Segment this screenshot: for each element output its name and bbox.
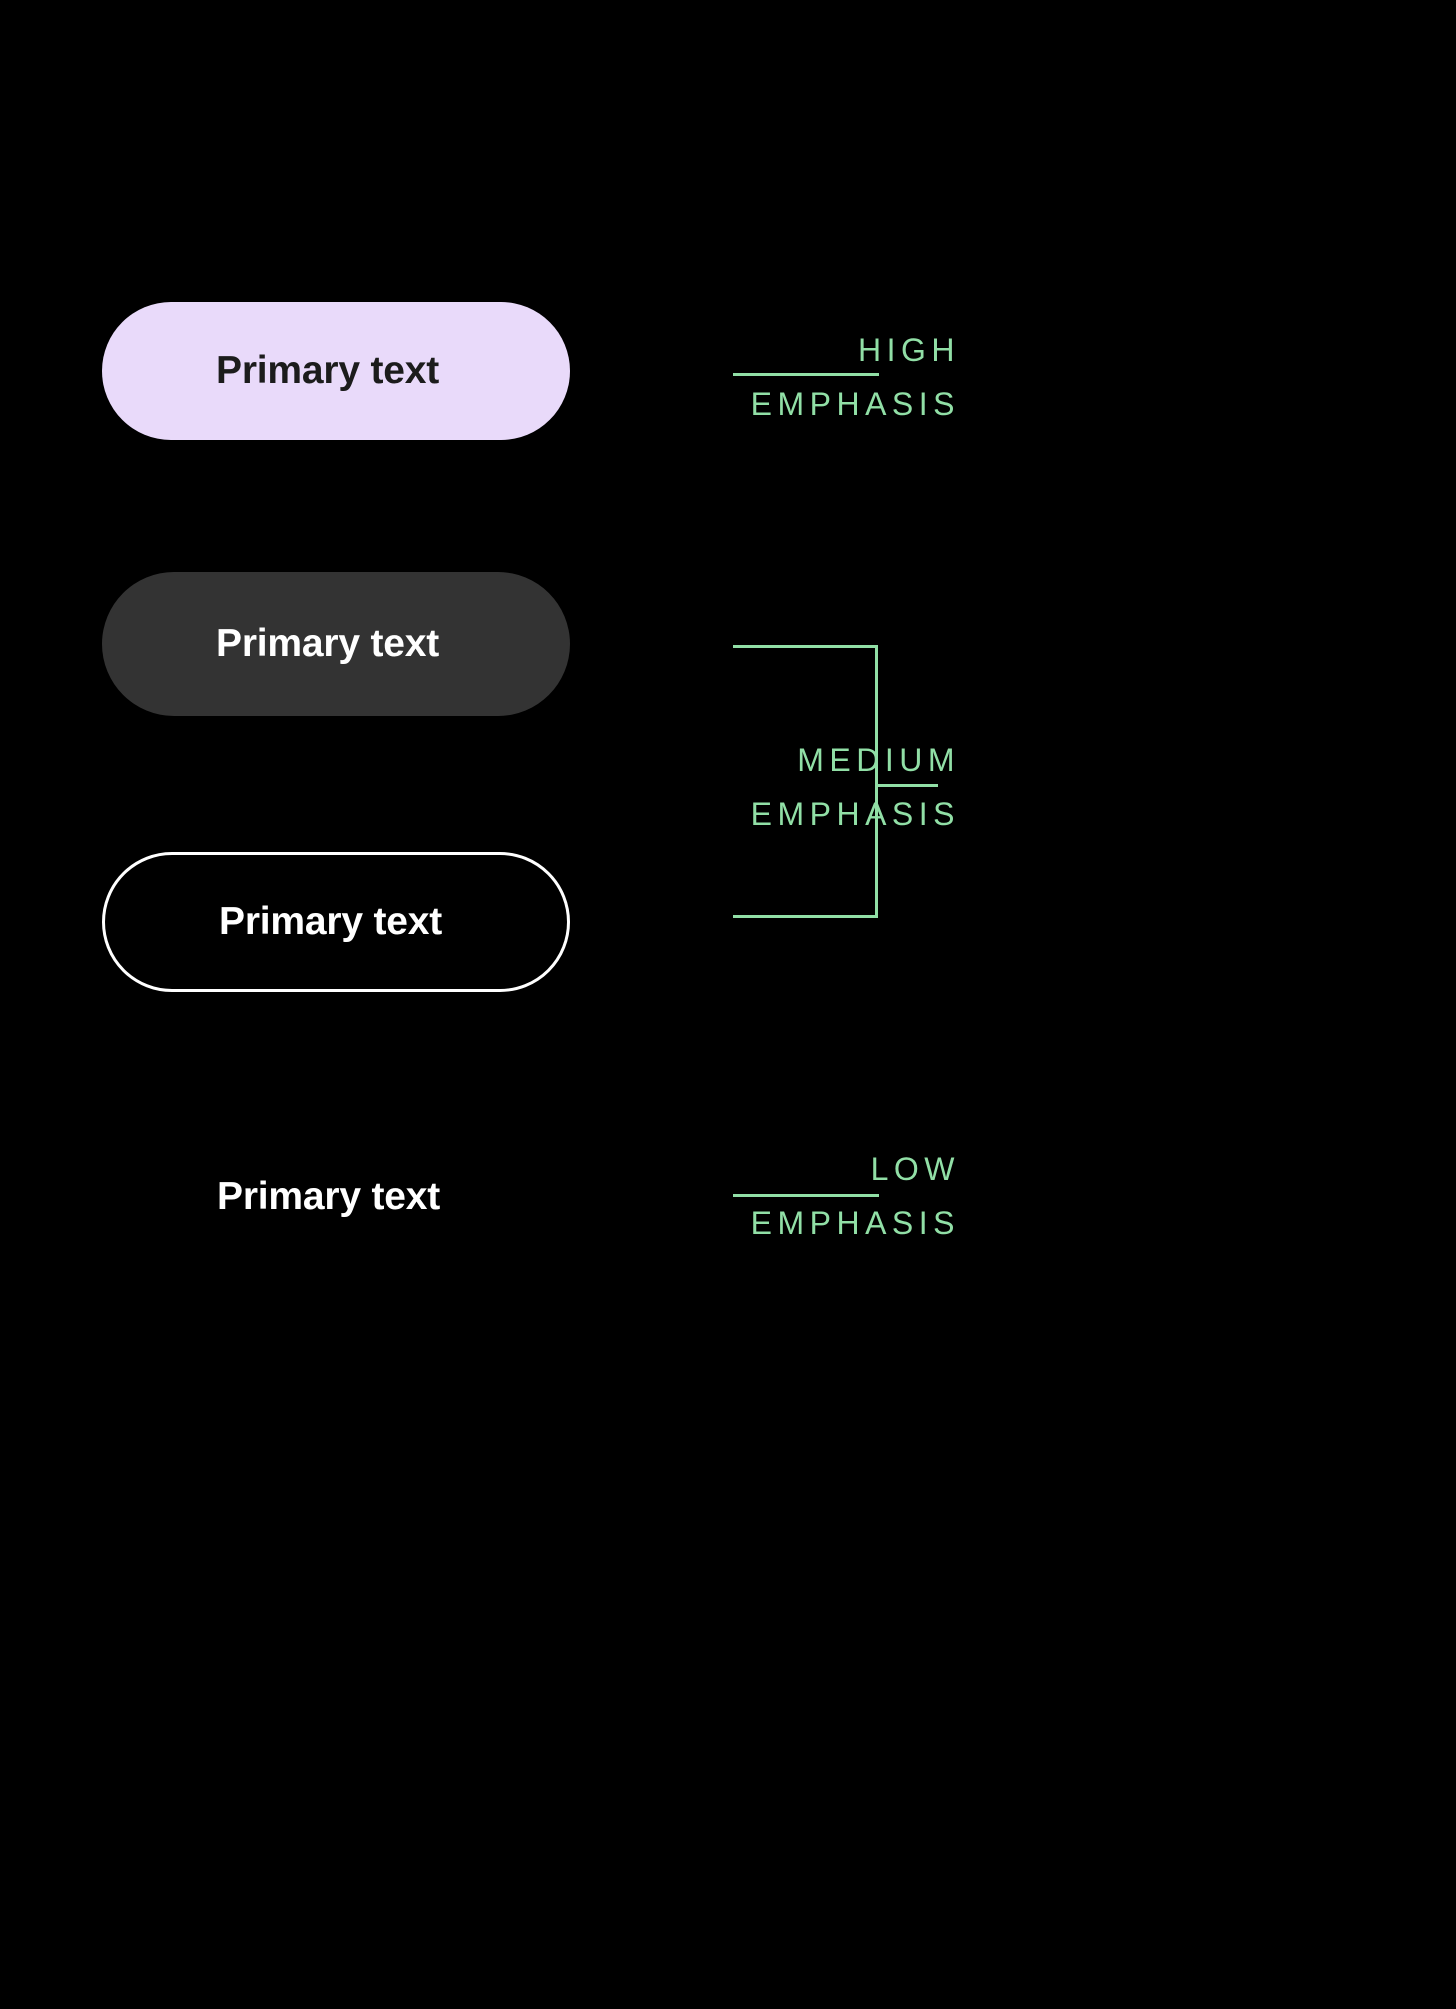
- primary-button-low-emphasis[interactable]: Primary text: [217, 1172, 440, 1222]
- primary-button-low-emphasis-label: Primary text: [217, 1175, 441, 1218]
- primary-button-medium-emphasis-outlined-label: Primary text: [219, 900, 443, 943]
- connector-line-medium-top: [733, 645, 878, 648]
- connector-bracket-medium-spine: [875, 645, 878, 918]
- primary-button-high-emphasis[interactable]: Primary text: [102, 302, 570, 440]
- primary-button-medium-emphasis-outlined[interactable]: Primary text: [102, 852, 570, 992]
- emphasis-label-high: HIGH EMPHASIS: [750, 332, 960, 422]
- emphasis-label-medium: MEDIUM EMPHASIS: [750, 742, 960, 832]
- connector-line-high-emphasis: [733, 373, 879, 376]
- primary-button-high-emphasis-label: Primary text: [216, 349, 440, 392]
- connector-line-medium-bottom: [733, 915, 878, 918]
- primary-button-medium-emphasis-filled-label: Primary text: [216, 622, 440, 665]
- primary-button-medium-emphasis-filled[interactable]: Primary text: [102, 572, 570, 716]
- emphasis-label-low: LOW EMPHASIS: [750, 1151, 960, 1241]
- connector-line-medium-stub: [875, 784, 938, 787]
- connector-line-low-emphasis: [733, 1194, 879, 1197]
